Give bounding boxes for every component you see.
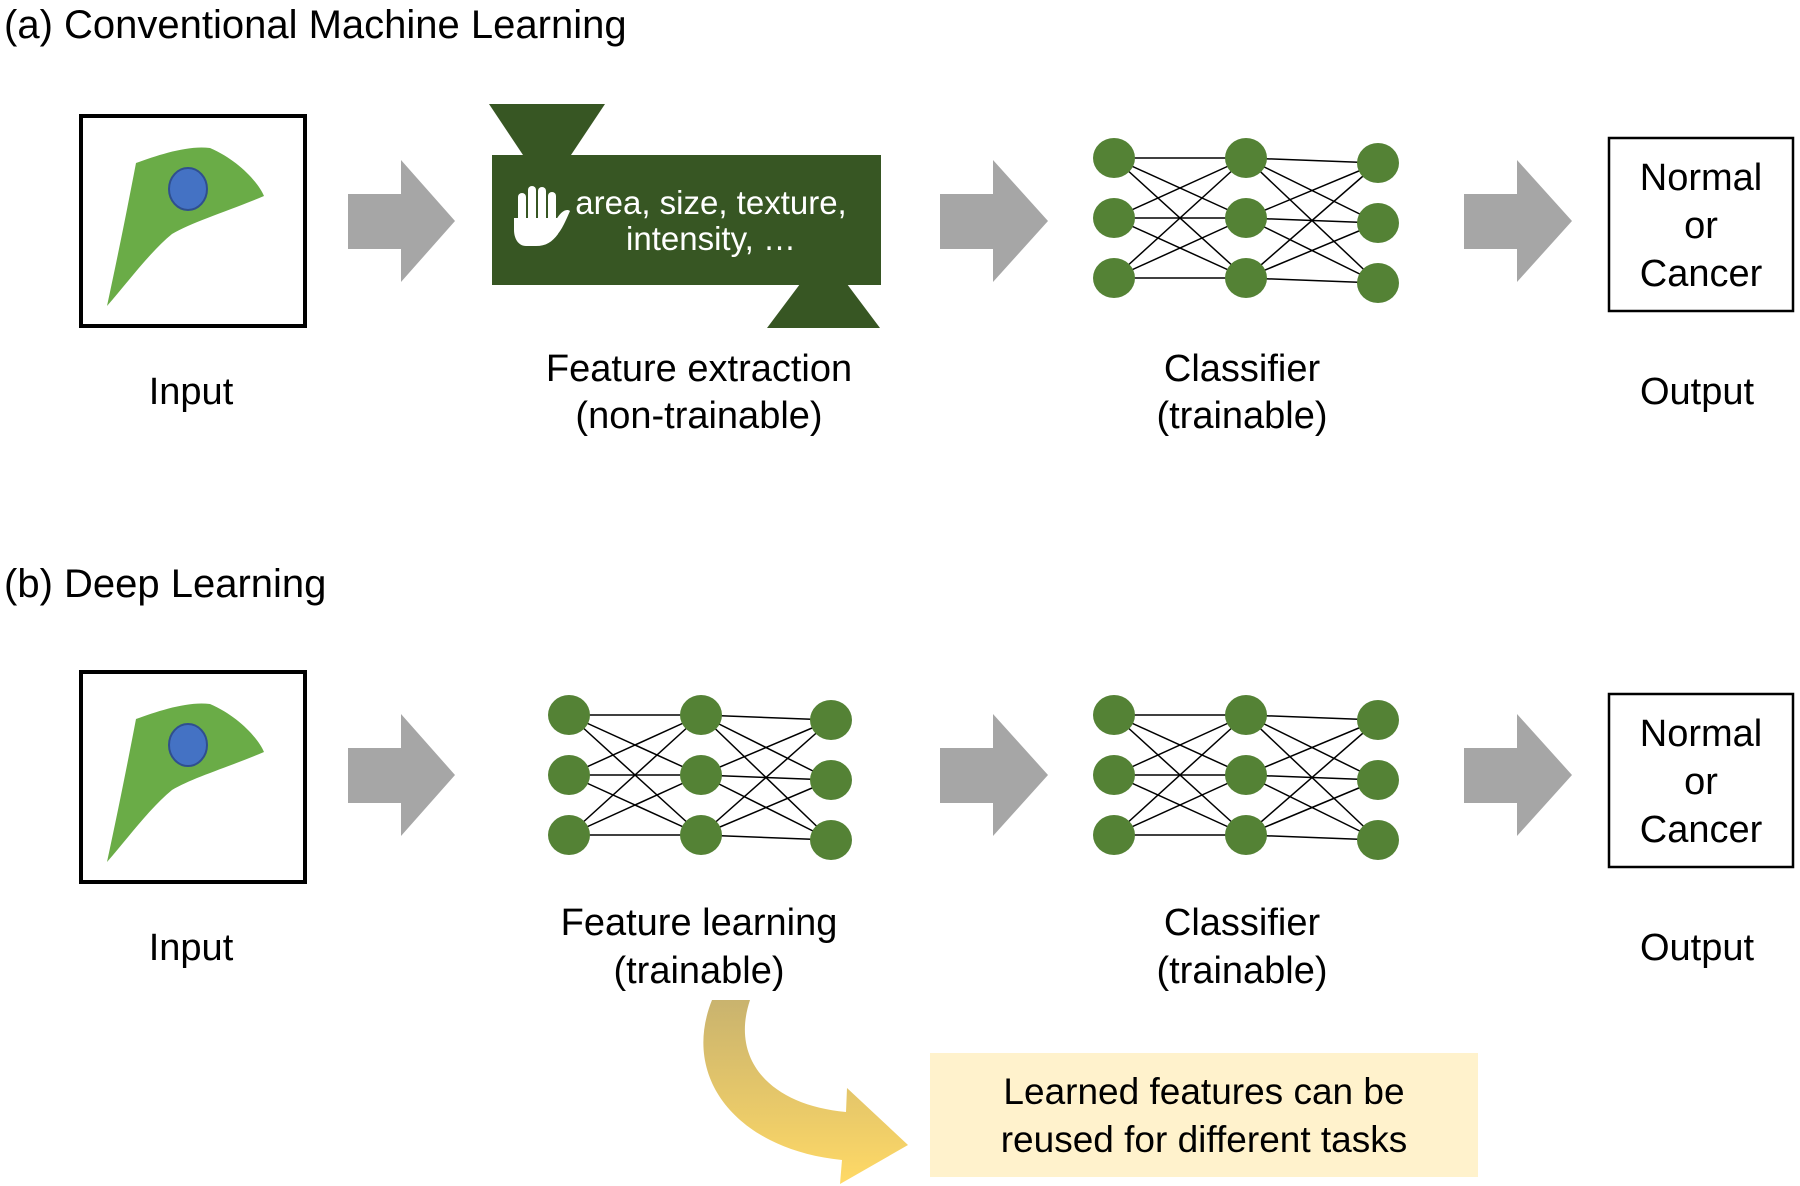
network-node: [548, 695, 590, 735]
network-edge: [568, 774, 702, 836]
network-edge: [1245, 714, 1379, 721]
nucleus-icon: [168, 723, 208, 767]
network-edge: [1113, 157, 1247, 279]
network-edge: [1113, 774, 1247, 836]
network-edge: [1245, 162, 1379, 279]
feature-learning-network: [548, 695, 852, 860]
network-edge: [568, 714, 702, 776]
input-b: [79, 670, 307, 884]
classifier-b-label-line2: (trainable): [1156, 950, 1327, 992]
network-node: [1357, 700, 1399, 740]
network-node: [1225, 258, 1267, 298]
output-b-line3: Cancer: [1640, 809, 1763, 851]
funnel-top: [489, 104, 605, 155]
network-edge: [1245, 222, 1379, 279]
network-edge: [700, 834, 832, 841]
cell-icon: [107, 147, 264, 306]
arrow-right-icon: [348, 714, 455, 836]
classifier-network-b: [1093, 695, 1399, 860]
network-edge: [700, 714, 832, 721]
network-node: [1357, 263, 1399, 303]
cell-icon: [107, 703, 264, 862]
funnel-bottom: [767, 284, 880, 328]
network-node: [1093, 258, 1135, 298]
network-edge: [1245, 779, 1379, 836]
network-node: [1225, 695, 1267, 735]
network-edge: [700, 719, 832, 836]
network-node: [1357, 760, 1399, 800]
arrow-right-icon: [1464, 160, 1572, 282]
hand-icon: [514, 186, 570, 246]
section-a-title: (a) Conventional Machine Learning: [4, 3, 627, 47]
input-a-label: Input: [149, 371, 234, 413]
nucleus-icon: [168, 167, 208, 211]
network-node: [810, 820, 852, 860]
network-node: [1357, 203, 1399, 243]
network-node: [548, 815, 590, 855]
classifier-a-label-line1: Classifier: [1164, 348, 1321, 390]
arrow-right-icon: [940, 160, 1048, 282]
network-node: [680, 695, 722, 735]
network-node: [1225, 198, 1267, 238]
network-node: [1093, 815, 1135, 855]
output-a-line1: Normal: [1640, 157, 1762, 199]
network-edge: [700, 719, 832, 776]
classifier-network-a: [1093, 138, 1399, 303]
network-node: [810, 760, 852, 800]
feature-list-line2: intensity, …: [626, 220, 796, 257]
feature-learning-label-line1: Feature learning: [561, 902, 838, 944]
network-node: [1225, 815, 1267, 855]
network-edge: [568, 714, 702, 836]
network-node: [1093, 695, 1135, 735]
arrow-right-icon: [348, 160, 455, 282]
network-edge: [1245, 834, 1379, 841]
network-edge: [1113, 714, 1247, 836]
output-a-line2: or: [1684, 205, 1718, 247]
output-b-line1: Normal: [1640, 713, 1762, 755]
input-b-label: Input: [149, 927, 234, 969]
output-a-line3: Cancer: [1640, 253, 1763, 295]
note-box: [930, 1053, 1478, 1177]
note-line2: reused for different tasks: [1001, 1119, 1408, 1160]
output-b-label: Output: [1640, 927, 1755, 969]
classifier-b-label-line1: Classifier: [1164, 902, 1321, 944]
network-node: [1225, 755, 1267, 795]
feature-list-line1: area, size, texture,: [575, 184, 846, 221]
output-a-box: [1607, 136, 1795, 313]
feature-extraction-label-line1: Feature extraction: [546, 348, 852, 390]
network-edge: [1245, 277, 1379, 284]
network-edge: [700, 779, 832, 836]
output-b-box: [1607, 692, 1795, 869]
feature-extraction-label-line2: (non-trainable): [575, 395, 822, 437]
network-node: [810, 700, 852, 740]
network-edge: [1113, 157, 1247, 219]
network-node: [1225, 138, 1267, 178]
network-node: [1093, 755, 1135, 795]
network-edge: [1113, 714, 1247, 776]
section-b-title: (b) Deep Learning: [4, 562, 326, 606]
network-edge: [1113, 217, 1247, 279]
network-node: [1093, 198, 1135, 238]
network-node: [680, 815, 722, 855]
note-line1: Learned features can be: [1003, 1071, 1404, 1112]
output-b-line2: or: [1684, 761, 1718, 803]
curved-arrow-icon: [703, 1000, 908, 1184]
network-edge: [1245, 719, 1379, 776]
input-a: [79, 114, 307, 328]
network-edge: [1245, 162, 1379, 219]
network-edge: [1245, 719, 1379, 836]
network-node: [1093, 138, 1135, 178]
network-node: [1357, 820, 1399, 860]
output-a-label: Output: [1640, 371, 1755, 413]
arrow-right-icon: [1464, 714, 1572, 836]
network-edge: [1245, 157, 1379, 164]
network-node: [1357, 143, 1399, 183]
network-node: [548, 755, 590, 795]
network-node: [680, 755, 722, 795]
feature-extraction-box: area, size, texture, intensity, …: [489, 104, 881, 328]
feature-learning-label-line2: (trainable): [613, 950, 784, 992]
classifier-a-label-line2: (trainable): [1156, 395, 1327, 437]
arrow-right-icon: [940, 714, 1048, 836]
